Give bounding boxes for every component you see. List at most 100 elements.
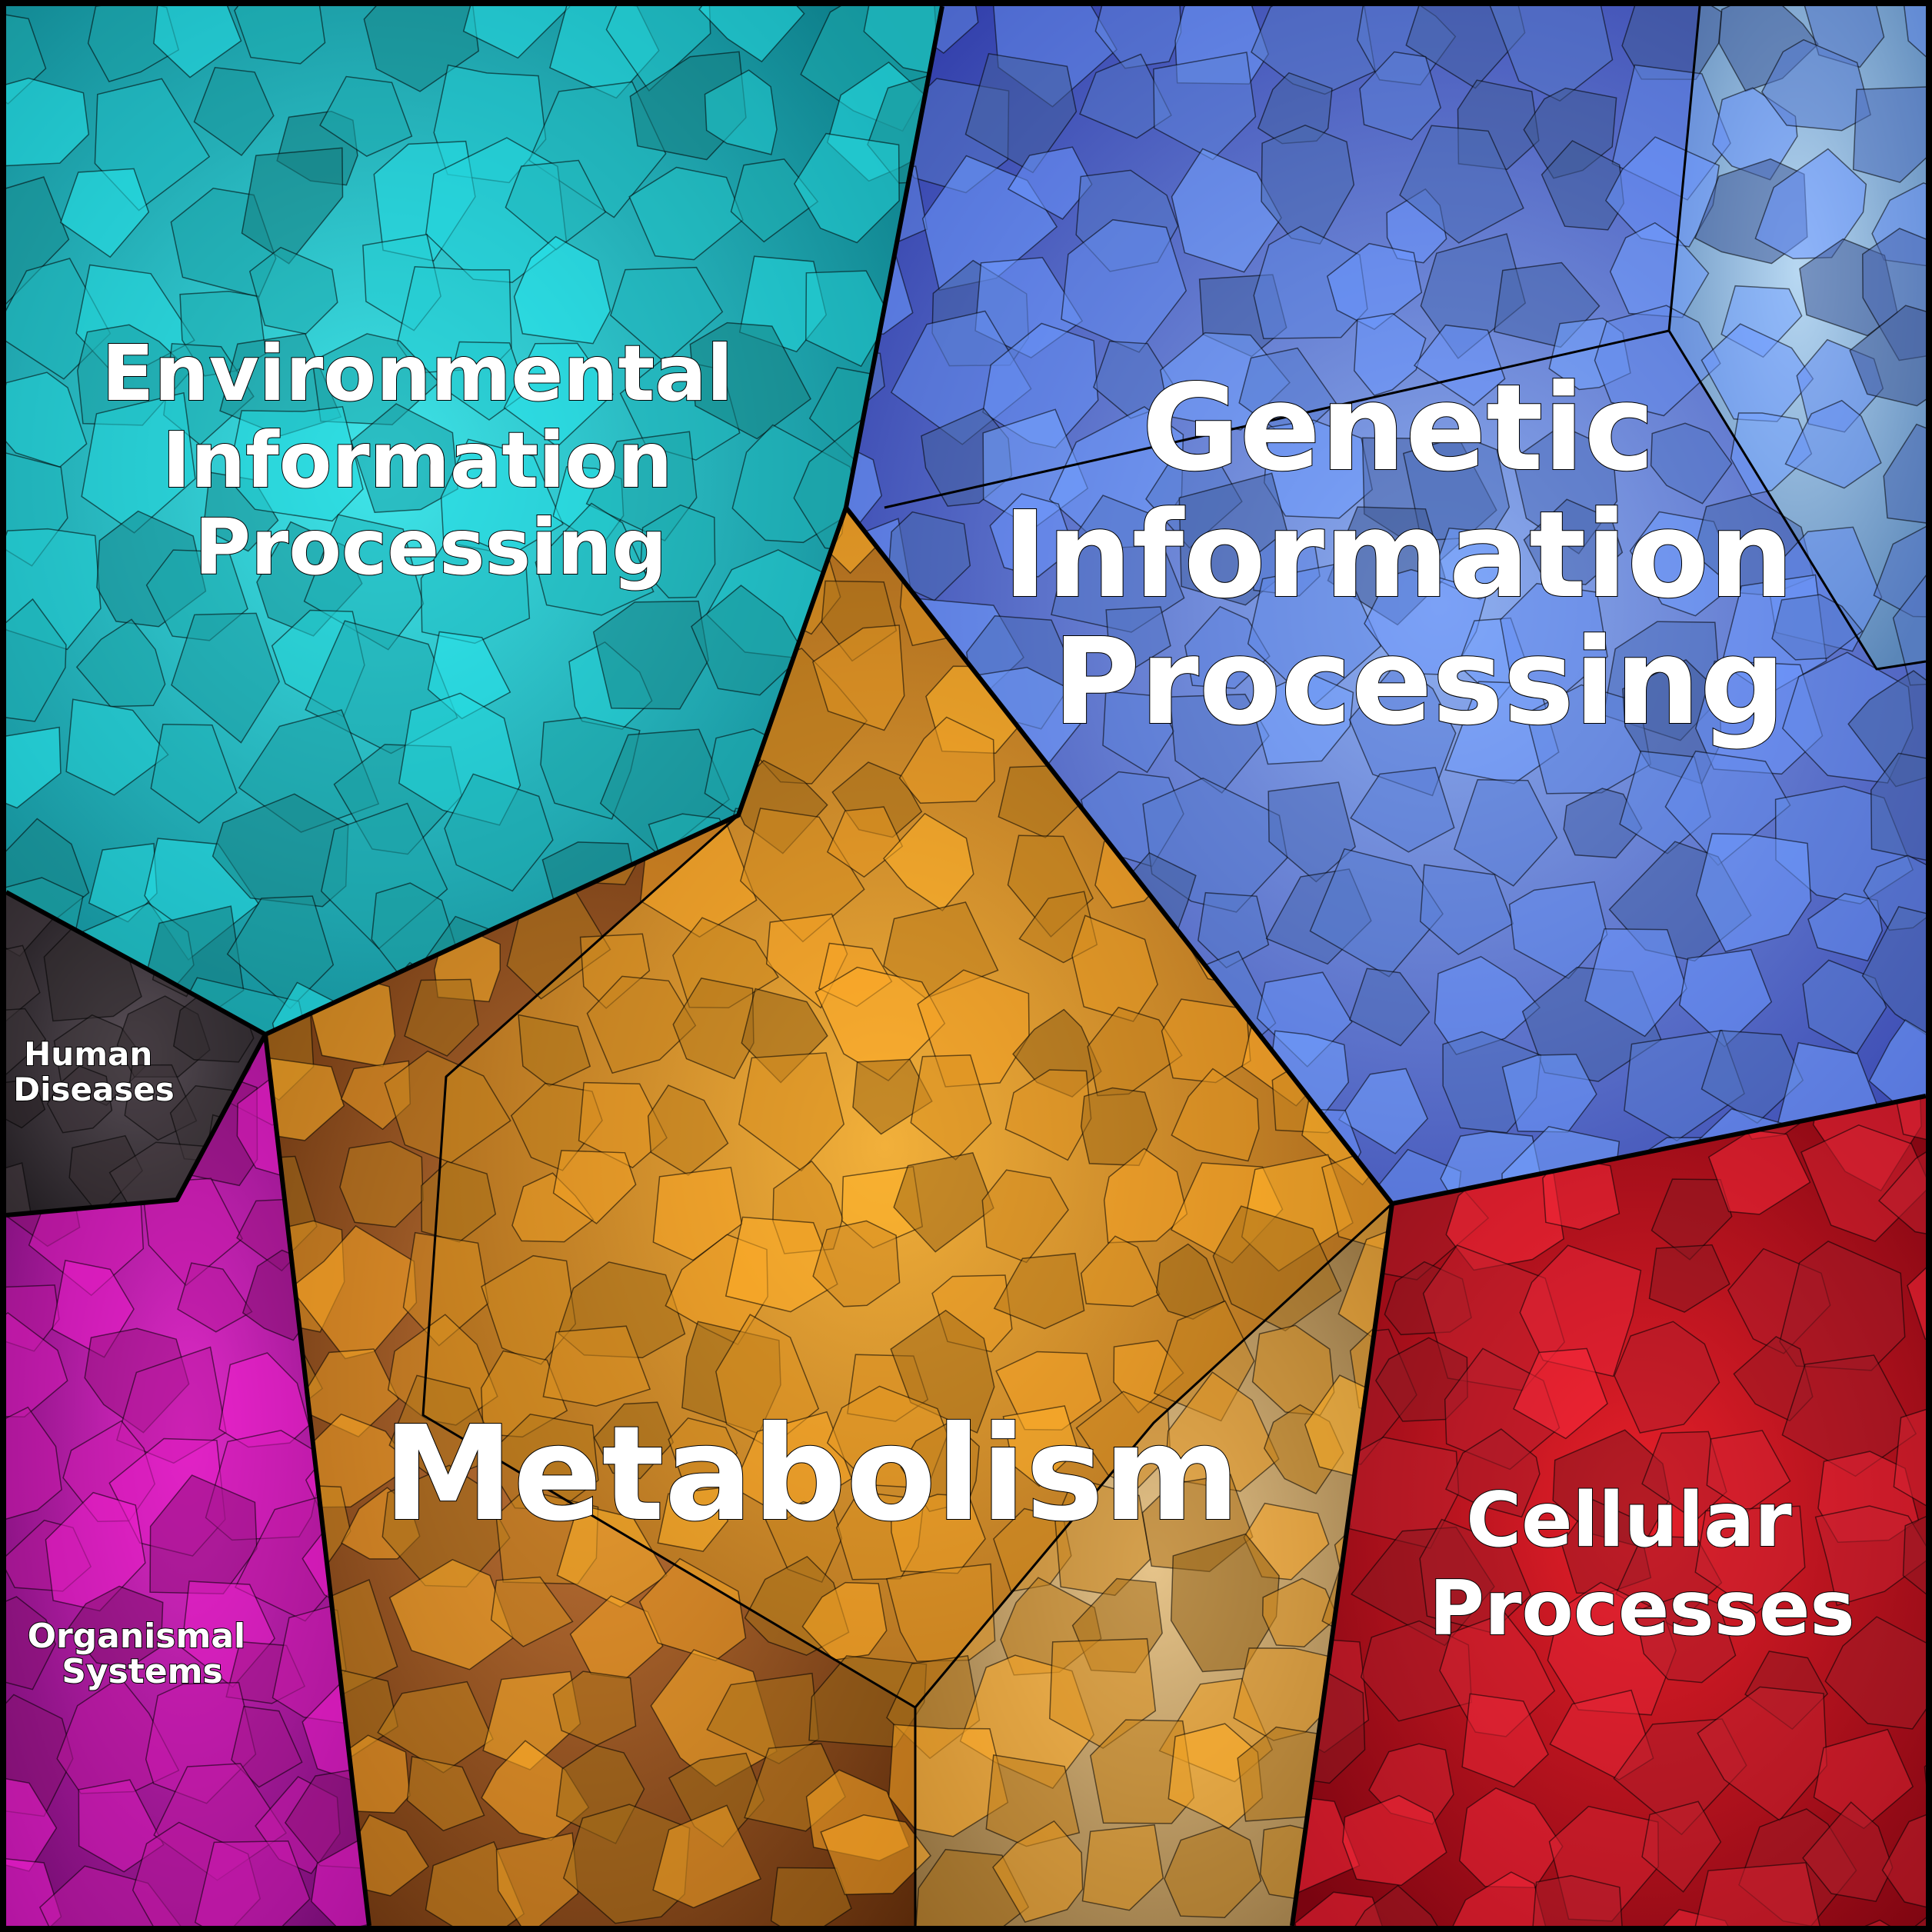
voronoi-cell: [1309, 848, 1444, 978]
voronoi-cell: [1641, 1800, 1722, 1893]
voronoi-cell: [1331, 1884, 1451, 1926]
voronoi-cell: [1454, 779, 1558, 887]
voronoi-cell: [78, 1779, 165, 1873]
voronoi-cell: [1337, 1215, 1392, 1348]
voronoi-cell: [462, 6, 571, 59]
voronoi-cell: [801, 1581, 888, 1661]
voronoi-cell: [1262, 1577, 1338, 1647]
voronoi-cell: [1164, 1371, 1280, 1492]
voronoi-cell: [1873, 525, 1926, 618]
voronoi-cell: [6, 726, 62, 809]
voronoi-cell: [1184, 605, 1271, 689]
voronoi-cell: [1877, 1146, 1926, 1243]
voronoi-cell: [1700, 1030, 1804, 1124]
voronoi-cell: [1171, 148, 1282, 273]
voronoi-cell: [1405, 6, 1526, 89]
voronoi-cell: [153, 6, 242, 78]
voronoi-cell: [1802, 1801, 1894, 1903]
voronoi-cell: [1870, 752, 1926, 866]
voronoi-cell: [1594, 305, 1721, 417]
voronoi-cell: [1706, 1430, 1791, 1512]
voronoi-cell: [1695, 833, 1812, 953]
voronoi-cell: [852, 1058, 933, 1135]
voronoi-cell: [350, 403, 458, 513]
voronoi-cell: [6, 176, 70, 317]
voronoi-cell: [1364, 568, 1488, 676]
voronoi-cell: [1089, 1719, 1195, 1824]
label-genetic: Genetic Information Processing: [1003, 358, 1836, 751]
voronoi-cell: [1321, 1139, 1392, 1257]
voronoi-cell: [1650, 422, 1733, 505]
voronoi-cell: [1348, 968, 1431, 1047]
voronoi-cell: [46, 1065, 113, 1134]
label-metabolism: Metabolism: [383, 1398, 1240, 1551]
label-cellular: Cellular Processes: [1429, 1477, 1855, 1653]
voronoi-cell: [1170, 1533, 1280, 1673]
voronoi-cell: [1893, 1096, 1926, 1147]
voronoi-cell: [506, 891, 611, 1000]
voronoi-cell: [1542, 1155, 1621, 1231]
voronoi-cell: [363, 6, 480, 92]
voronoi-cell: [586, 975, 697, 1074]
voronoi-cell: [1847, 670, 1926, 788]
voronoi-cell: [6, 77, 90, 167]
voronoi-cell: [592, 600, 709, 710]
voronoi-cell: [1852, 85, 1926, 183]
voronoi-cell: [1164, 1825, 1262, 1918]
voronoi-cell: [1924, 1749, 1926, 1820]
voronoi-cell: [171, 612, 280, 744]
voronoi-cell: [65, 698, 169, 796]
label-environmental: Environmental Information Processing: [102, 328, 760, 592]
voronoi-cell: [1105, 606, 1171, 671]
voronoi-cell: [1584, 928, 1687, 1038]
voronoi-cell: [1541, 140, 1624, 231]
voronoi-cell: [593, 1401, 675, 1480]
voronoi-cell: [1080, 1235, 1161, 1307]
voronoi-cell: [1901, 6, 1926, 78]
voronoi-cell: [1513, 1347, 1608, 1440]
voronoi-cell: [1784, 399, 1882, 489]
voronoi-cell: [898, 716, 995, 804]
voronoi-cell: [1413, 324, 1506, 406]
voronoi-cell: [6, 1078, 46, 1129]
voronoi-cell: [248, 246, 338, 335]
voronoi-cell: [1342, 1794, 1447, 1887]
voronoi-cell: [672, 978, 754, 1080]
voronoi-cell: [826, 806, 904, 878]
voronoi-cell: [241, 147, 344, 265]
voronoi-cell: [1354, 312, 1427, 396]
voronoi-cell: [657, 1487, 728, 1552]
voronoi-cell: [1523, 498, 1624, 585]
voronoi-cell: [1444, 681, 1560, 784]
voronoi-cell: [1153, 52, 1257, 161]
voronoi-cell: [1002, 1405, 1079, 1487]
voronoi-cell: [440, 438, 564, 556]
voronoi-cell: [6, 1857, 62, 1926]
voronoi-cell: [194, 1840, 311, 1926]
voronoi-cell: [1892, 562, 1926, 686]
voronoi-cell: [1445, 1428, 1541, 1518]
voronoi-cell: [652, 1804, 762, 1909]
voronoi-cell: [1861, 906, 1926, 1050]
voronoi-cell: [150, 723, 238, 824]
label-human-diseases: Human Diseases: [13, 1035, 175, 1108]
voronoi-cell: [319, 75, 413, 157]
voronoi-cell: [406, 1755, 485, 1832]
voronoi-cell: [1849, 305, 1926, 407]
voronoi-cell: [1264, 419, 1374, 519]
label-organismal: Organismal Systems: [28, 1617, 258, 1691]
voronoi-cell: [1255, 671, 1354, 765]
voronoi-cell: [724, 1216, 838, 1313]
voronoi-cell: [704, 69, 778, 155]
voronoi-cell: [1563, 788, 1643, 859]
voronoi-cell: [794, 132, 900, 244]
voronoi-cell: [993, 1252, 1085, 1330]
voronoi-cell: [730, 158, 819, 243]
voronoi-cell: [1707, 1129, 1811, 1215]
voronoi-cell: [75, 618, 166, 708]
voronoi-cell: [503, 342, 614, 448]
voronoi-cell: [1399, 125, 1524, 244]
voronoi-cell: [1634, 1591, 1737, 1684]
voronoi-cell: [177, 1262, 253, 1333]
